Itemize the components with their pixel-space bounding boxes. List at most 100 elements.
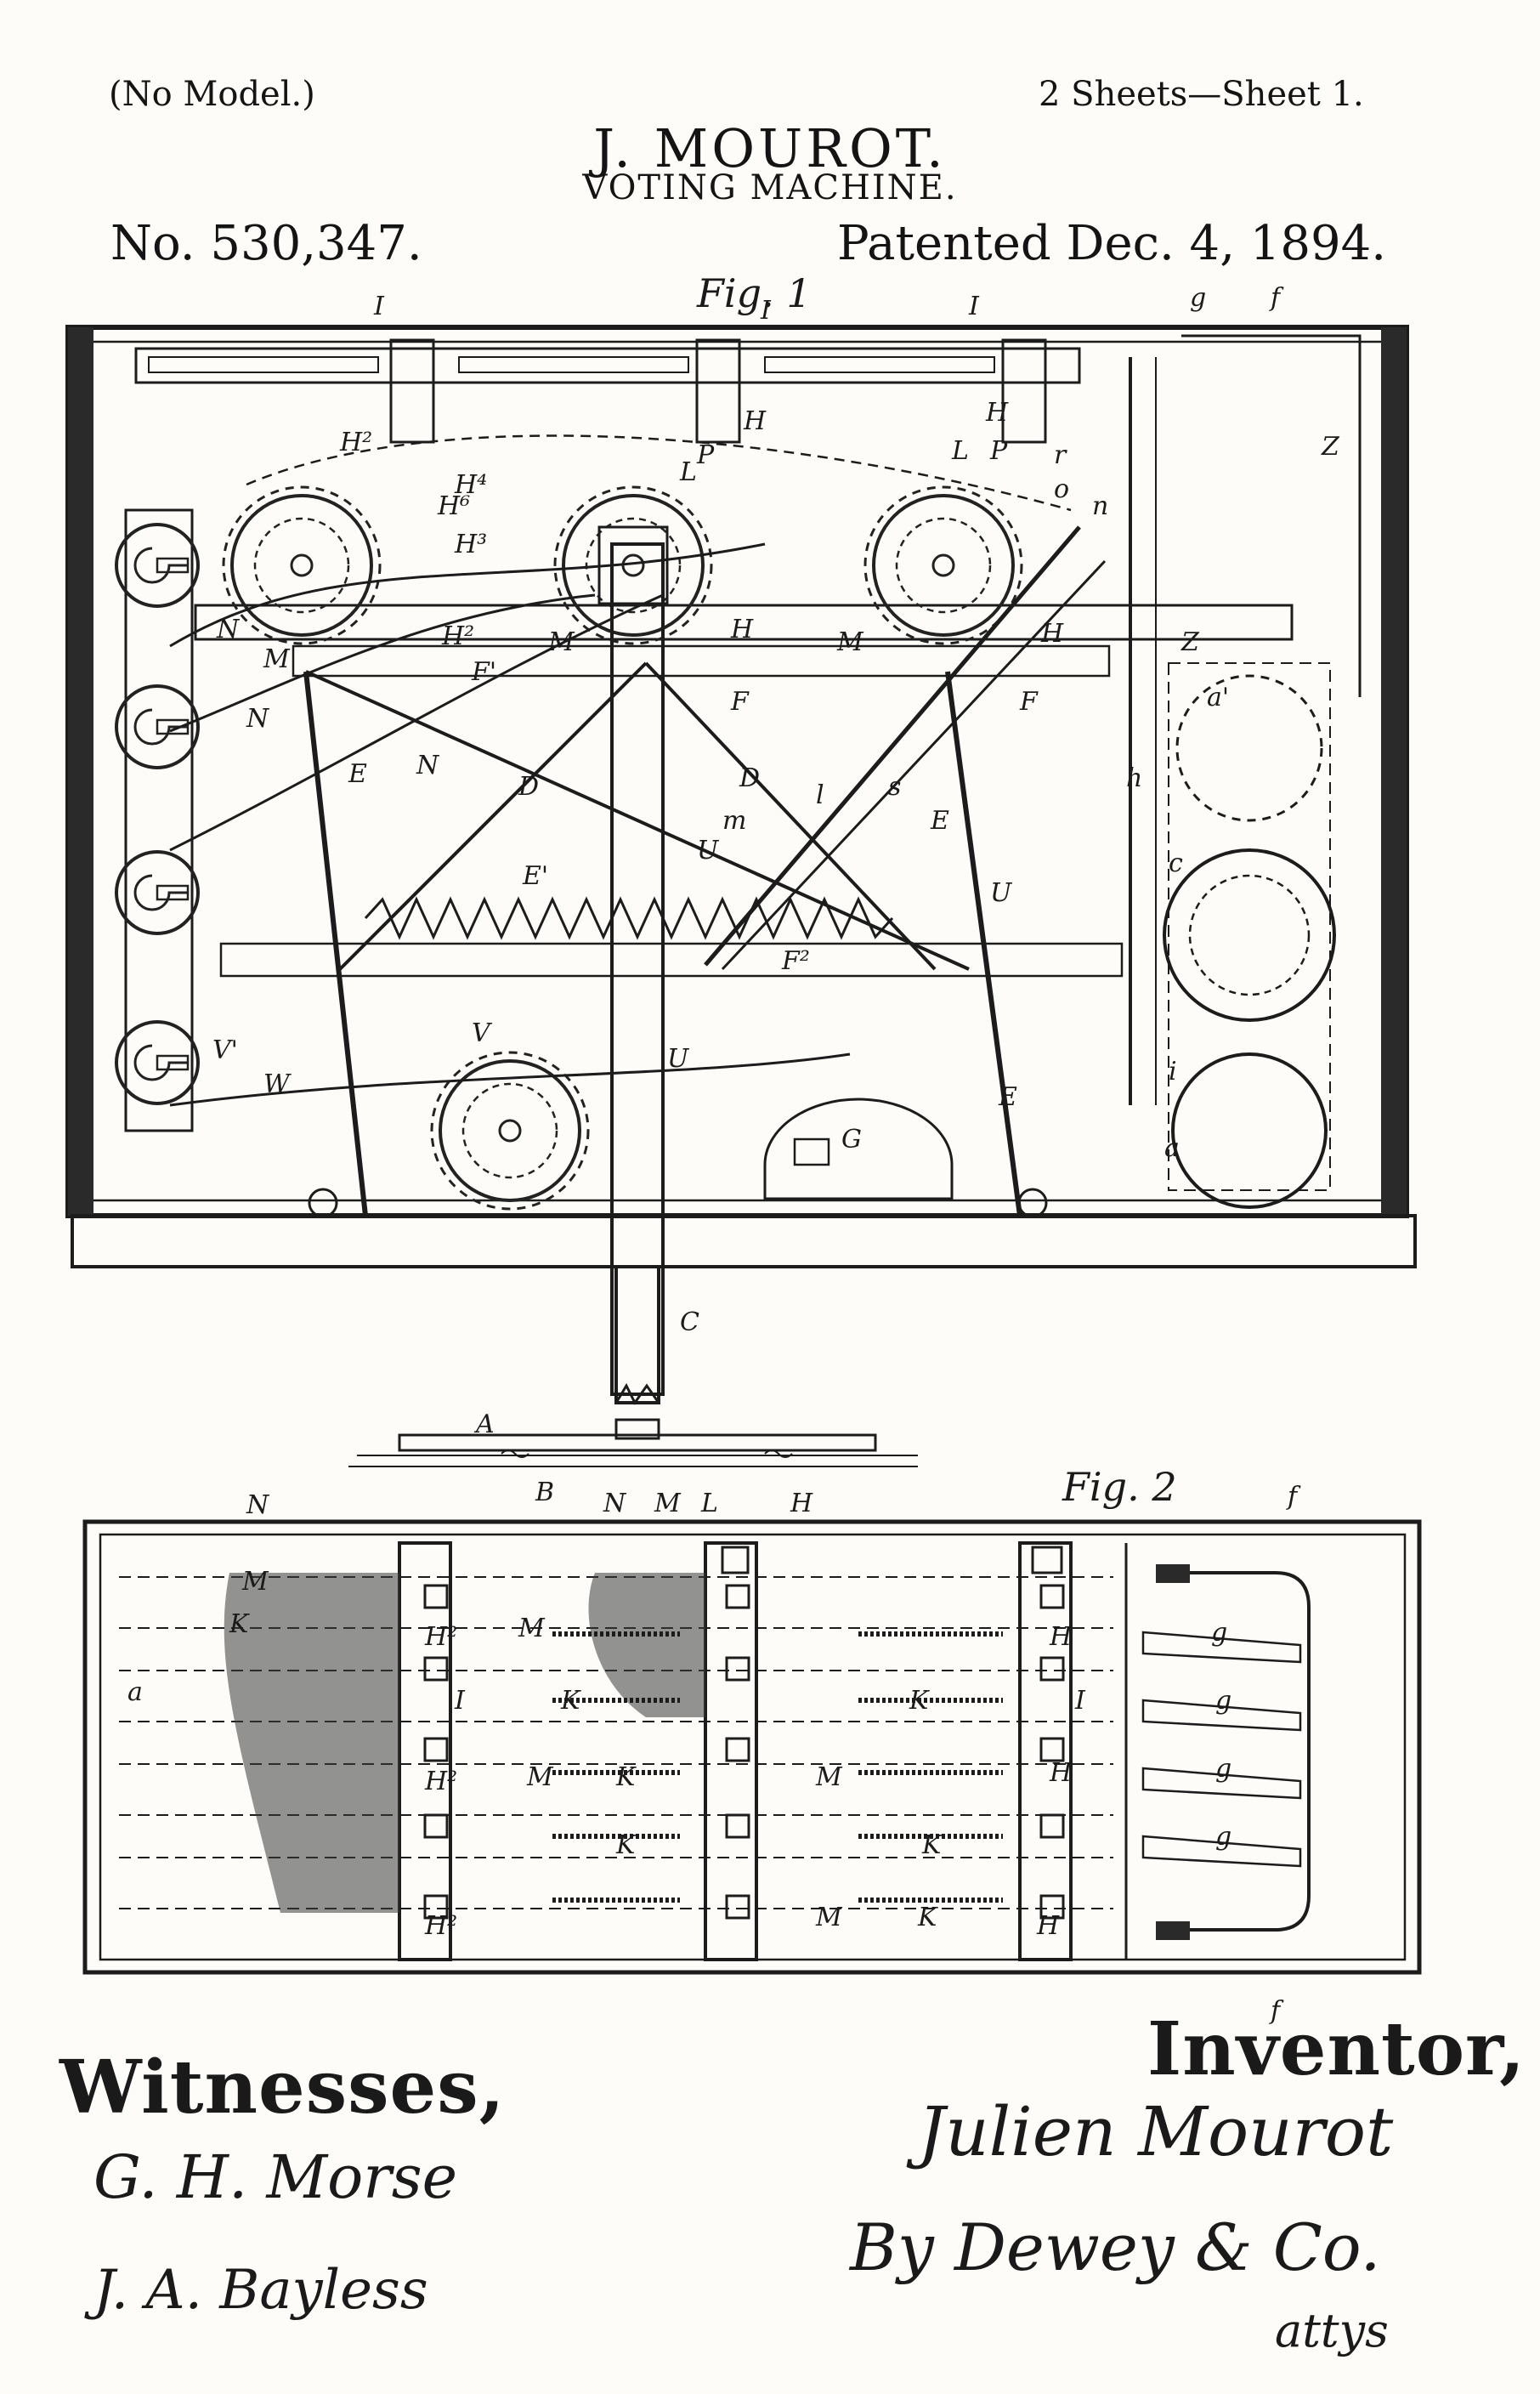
- fig2-ref-letter: H²: [424, 1767, 457, 1796]
- witness-1-signature: G. H. Morse: [93, 2142, 457, 2212]
- figure-1-drawing: [65, 325, 1417, 1467]
- fig2-ref-letter: M: [815, 1762, 843, 1792]
- witness-2-signature: J. A. Bayless: [84, 2259, 428, 2322]
- fig1-ref-letter: C: [680, 1308, 699, 1337]
- fig1-ref-letter: G: [841, 1125, 862, 1154]
- no-model-note: (No Model.): [109, 75, 315, 114]
- fig1-ref-letter: N: [216, 615, 241, 644]
- figure-1-reference-letters: I I I H H H² H⁴ H⁶ H³ H² F' F F H H L L …: [212, 283, 1340, 1507]
- fig1-ref-letter: M: [263, 644, 291, 674]
- inventor-name: J. MOUROT.: [593, 117, 947, 179]
- fig1-ref-letter: U: [667, 1044, 690, 1074]
- fig1-ref-letter: m: [722, 806, 746, 836]
- fig1-ref-letter: N: [246, 704, 270, 734]
- fig1-ref-letter: I: [760, 296, 772, 326]
- fig2-ref-letter: M: [518, 1614, 546, 1643]
- patent-number: No. 530,347.: [110, 216, 422, 271]
- fig1-ref-letter: E: [930, 806, 949, 836]
- fig1-ref-letter: n: [1092, 491, 1108, 521]
- fig1-ref-letter: F: [730, 687, 750, 717]
- fig1-ref-letter: P: [989, 436, 1008, 466]
- fig2-ref-letter: L: [700, 1489, 718, 1518]
- witnesses-label: Witnesses,: [59, 2045, 506, 2130]
- fig1-ref-letter: l: [816, 780, 824, 810]
- fig1-ref-letter: U: [697, 836, 720, 865]
- fig1-ref-letter: h: [1126, 763, 1142, 793]
- fig1-ref-letter: a': [1207, 683, 1229, 712]
- fig2-ref-letter: M: [654, 1489, 682, 1518]
- fig1-ref-letter: H³: [454, 530, 487, 559]
- fig2-ref-letter: K: [229, 1609, 250, 1639]
- figure-2-label: Fig. 2: [1062, 1464, 1177, 1510]
- fig2-ref-letter: H: [790, 1489, 813, 1518]
- patent-date: Patented Dec. 4, 1894.: [837, 216, 1387, 271]
- fig1-ref-letter: E: [998, 1082, 1017, 1112]
- fig1-ref-letter: H: [985, 398, 1009, 428]
- fig1-ref-letter: s: [888, 772, 901, 802]
- inventor-signature: Julien Mourot: [906, 2092, 1394, 2171]
- fig2-ref-letter: H²: [424, 1911, 457, 1941]
- fig1-ref-letter: B: [535, 1478, 554, 1507]
- signatures: G. H. Morse J. A. Bayless Julien Mourot …: [84, 2092, 1394, 2357]
- fig1-ref-letter: E: [348, 759, 367, 789]
- fig2-ref-letter: N: [603, 1489, 627, 1518]
- sheet-count: 2 Sheets—Sheet 1.: [1039, 75, 1364, 114]
- fig1-ref-letter: H: [730, 615, 754, 644]
- fig1-ref-letter: I: [373, 292, 385, 321]
- fig1-ref-letter: Z: [1321, 432, 1340, 462]
- figure-1-label: Fig. 1: [697, 270, 812, 316]
- fig1-ref-letter: P: [696, 440, 715, 470]
- fig1-ref-letter: H⁴: [454, 470, 487, 500]
- fig2-ref-letter: a: [127, 1677, 143, 1707]
- fig1-ref-letter: H: [1040, 619, 1064, 649]
- fig2-ref-letter: g: [1215, 1822, 1231, 1852]
- fig1-ref-letter: L: [679, 457, 697, 487]
- fig2-ref-letter: H: [1036, 1911, 1060, 1941]
- fig2-ref-letter: g: [1215, 1754, 1231, 1784]
- fig1-ref-letter: U: [990, 878, 1013, 908]
- fig1-ref-letter: F: [1019, 687, 1039, 717]
- fig1-ref-letter: g: [1190, 283, 1206, 313]
- fig1-ref-letter: c: [1169, 848, 1183, 878]
- attorneys-signature: By Dewey & Co.: [848, 2210, 1381, 2285]
- fig1-ref-letter: f: [1269, 283, 1284, 313]
- fig2-ref-letter: H²: [424, 1622, 457, 1652]
- fig1-ref-letter: o: [1054, 474, 1069, 504]
- fig1-ref-letter: F': [471, 657, 496, 687]
- fig1-ref-letter: V: [472, 1018, 493, 1048]
- fig2-ref-letter: M: [241, 1567, 269, 1597]
- fig2-ref-letter: K: [921, 1830, 943, 1860]
- fig2-ref-letter: M: [815, 1903, 843, 1932]
- fig1-ref-letter: D: [739, 763, 760, 793]
- fig1-ref-letter: H²: [441, 621, 474, 651]
- figure-2-drawing: [82, 1519, 1422, 1975]
- fig1-ref-letter: D: [518, 772, 539, 802]
- fig1-ref-letter: Z: [1180, 627, 1200, 657]
- fig1-ref-letter: A: [473, 1410, 495, 1439]
- fig1-ref-letter: H²: [339, 428, 372, 457]
- fig2-ref-letter: K: [615, 1830, 637, 1860]
- fig1-ref-letter: I: [968, 292, 980, 321]
- fig2-ref-letter: K: [615, 1762, 637, 1792]
- fig1-ref-letter: i: [1169, 1057, 1177, 1086]
- fig2-ref-letter: M: [526, 1762, 554, 1792]
- fig2-ref-letter: K: [560, 1686, 581, 1716]
- fig1-ref-letter: M: [836, 627, 864, 657]
- fig1-ref-letter: E': [522, 861, 548, 891]
- fig1-ref-letter: L: [951, 436, 969, 466]
- fig1-ref-letter: H: [743, 406, 767, 436]
- fig2-ref-letter: f: [1286, 1482, 1301, 1512]
- fig2-ref-letter: g: [1211, 1618, 1227, 1648]
- fig2-ref-letter: K: [917, 1903, 938, 1932]
- fig1-ref-letter: M: [547, 627, 575, 657]
- attorneys-suffix: attys: [1275, 2304, 1389, 2357]
- fig2-ref-letter: H: [1049, 1622, 1073, 1652]
- fig2-ref-letter: I: [1074, 1686, 1086, 1716]
- figure-2-reference-letters: N N M L H f M K a H² I M K H² H² M K K M…: [127, 1482, 1301, 2026]
- fig1-ref-letter: V': [212, 1035, 238, 1065]
- fig2-ref-letter: g: [1215, 1686, 1231, 1716]
- fig1-ref-letter: W: [263, 1069, 292, 1099]
- fig1-ref-letter: r: [1054, 440, 1067, 470]
- fig2-ref-letter: K: [909, 1686, 930, 1716]
- fig1-ref-letter: N: [416, 751, 440, 780]
